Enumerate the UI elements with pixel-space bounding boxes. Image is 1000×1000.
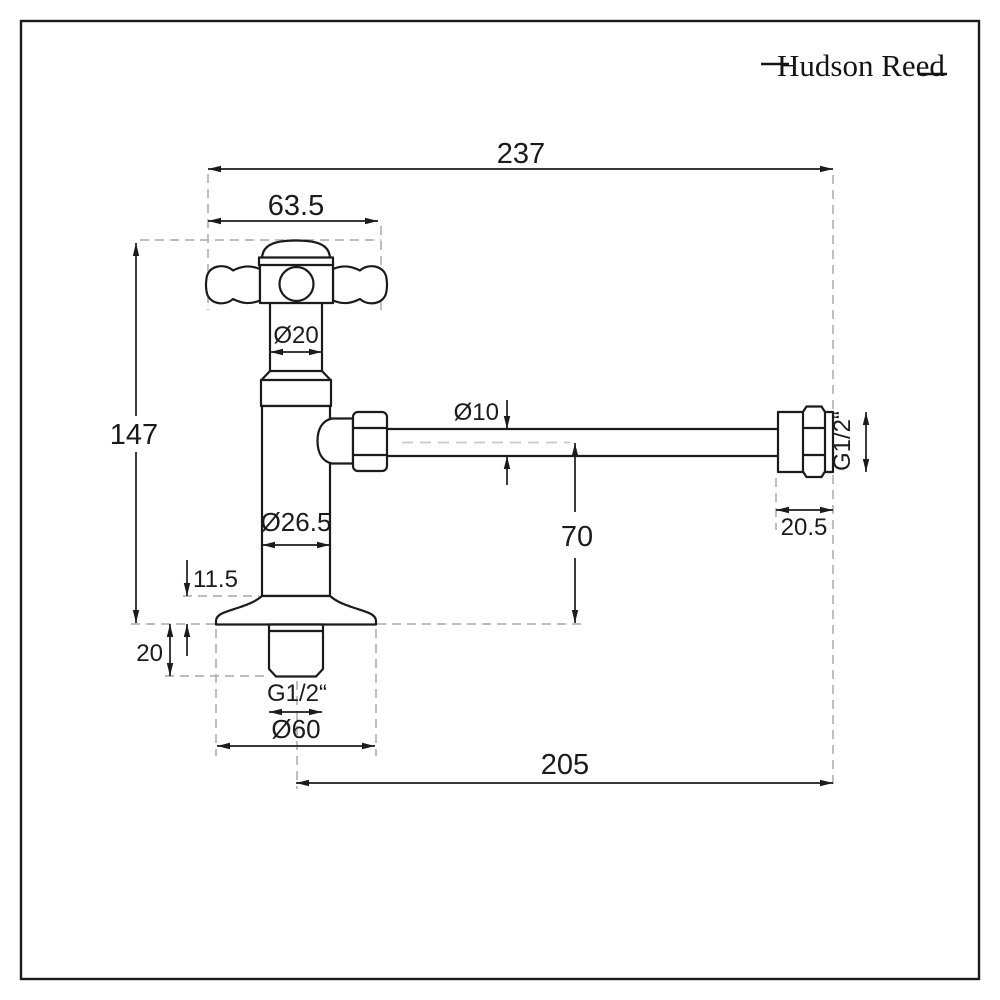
stem-flare-right: [320, 369, 332, 382]
dim-flange-diameter: Ø60: [217, 714, 375, 750]
dim-outlet-thread: G1/2“: [829, 411, 870, 472]
dim-label-handle-width: 63.5: [268, 190, 324, 222]
compression-fitting-hex: [801, 405, 827, 479]
dim-pipe-diameter: Ø10: [454, 399, 511, 485]
dim-centre-to-outlet: 205: [296, 749, 833, 787]
dim-label-height: 147: [110, 419, 158, 451]
dim-label-body-diameter: Ø26.5: [261, 507, 332, 537]
valve-bonnet: [259, 378, 333, 408]
dim-label-tail-length: 20: [136, 640, 163, 667]
dim-height: 147: [110, 243, 158, 623]
wall-flange: [214, 594, 378, 626]
dim-outlet-height: 70: [561, 443, 593, 623]
sheet-border: [19, 19, 981, 981]
outlet-boss: [316, 417, 355, 465]
dim-label-tail-thread: G1/2“: [267, 680, 327, 707]
dim-label-pipe-diameter: Ø10: [454, 399, 499, 426]
brand-logo: Hudson Reed: [761, 48, 947, 83]
handle-hub-screw: [278, 265, 315, 303]
dim-nut-length: 20.5: [776, 506, 833, 541]
dim-stem-diameter: Ø20: [270, 322, 322, 356]
dim-flange-height: 11.5: [183, 560, 238, 656]
valve-assembly: [204, 239, 835, 678]
dim-tail-thread: G1/2“: [267, 680, 327, 716]
stem-flare-left: [260, 369, 272, 382]
dim-label-nut-length: 20.5: [781, 514, 828, 541]
dim-handle-width: 63.5: [208, 190, 378, 225]
outlet-nut: [351, 410, 389, 473]
extension-lines: [131, 174, 834, 789]
handle-arm-left: [204, 265, 262, 305]
dim-body-diameter: Ø26.5: [261, 507, 332, 549]
dim-tail-length: 20: [136, 624, 174, 676]
dimensions: 237 63.5 147 Ø20 Ø10: [110, 138, 870, 787]
brand-name: Hudson Reed: [777, 48, 945, 83]
handle-dome: [260, 239, 332, 261]
threaded-tail: [267, 623, 325, 678]
dim-label-flange-height: 11.5: [193, 566, 238, 593]
dim-label-outlet-height: 70: [561, 521, 593, 553]
dim-label-stem-diameter: Ø20: [273, 322, 318, 349]
dim-label-flange-diameter: Ø60: [271, 714, 320, 744]
handle-arm-right: [331, 265, 389, 305]
dim-overall-width: 237: [208, 138, 833, 173]
dim-label-centre-to-outlet: 205: [541, 749, 589, 781]
dim-label-overall-width: 237: [497, 138, 545, 170]
dim-label-outlet-thread: G1/2“: [829, 411, 856, 471]
